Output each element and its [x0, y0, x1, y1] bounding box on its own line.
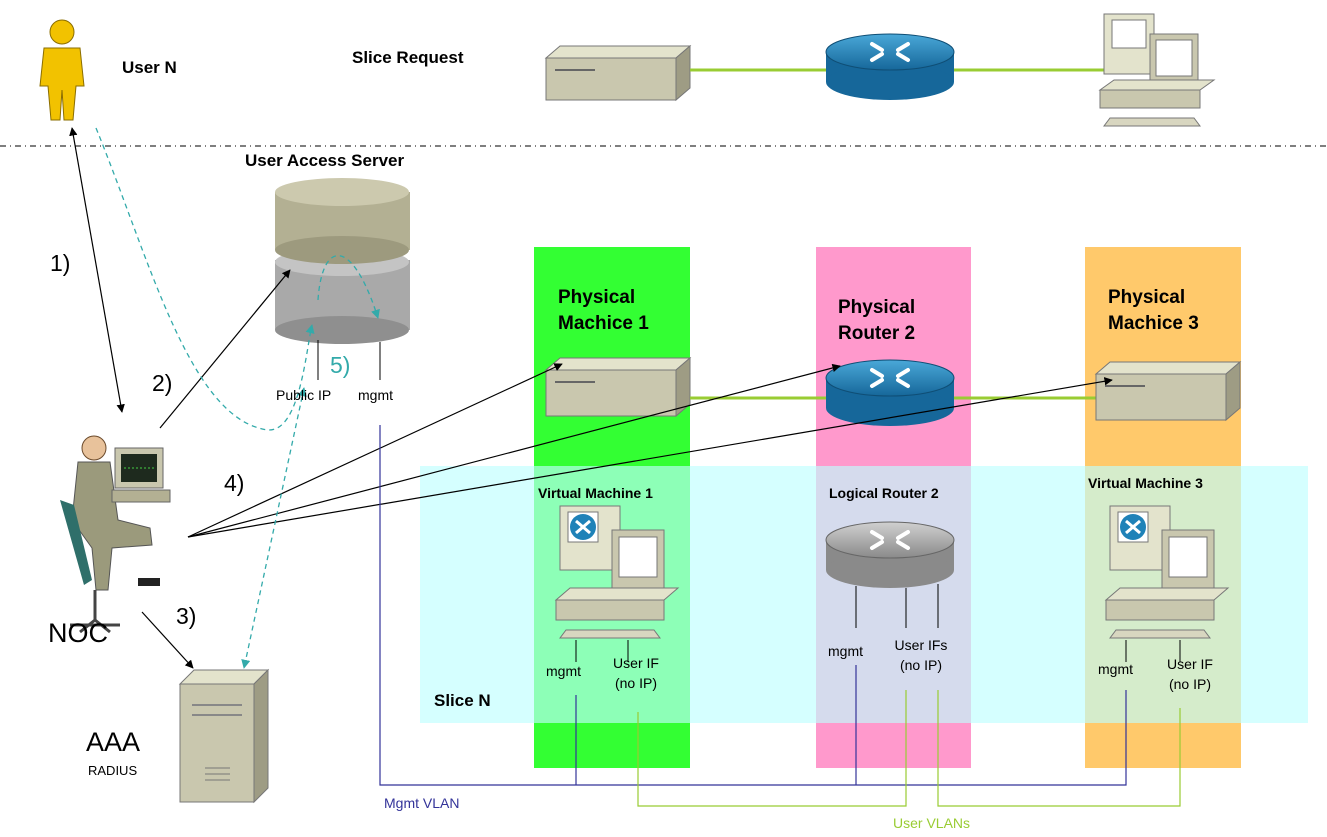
- user-access-server-icon: [275, 178, 410, 344]
- dashed-flow-uas-to-aaa: [241, 387, 307, 669]
- logical-router-2-icon: [825, 521, 955, 588]
- noc-label: NOC: [48, 618, 108, 648]
- vm3-mgmt: mgmt: [1098, 661, 1133, 677]
- user-vlan-line-1: [637, 690, 907, 807]
- virtual-machine-1-icon: [554, 505, 680, 639]
- arrow-step-3: [141, 611, 194, 669]
- slice-request-router-icon: [825, 33, 955, 100]
- arrow-step-2: [159, 269, 291, 429]
- mgmt-vlan-label: Mgmt VLAN: [384, 795, 460, 811]
- step-1: 1): [50, 250, 71, 276]
- aaa-server-icon: [178, 668, 270, 804]
- vm1-mgmt: mgmt: [546, 663, 581, 679]
- mgmt-vlan-line: [379, 425, 1127, 786]
- vm3-no-ip: (no IP): [1168, 676, 1211, 692]
- user-label: User N: [122, 58, 177, 77]
- noc-operator-icon: [60, 435, 171, 634]
- vm3-label: Virtual Machine 3: [1088, 475, 1203, 491]
- user-vlan-line-2: [937, 690, 1181, 807]
- virtual-machine-3-icon: [1104, 505, 1230, 639]
- user-vlans-label: User VLANs: [893, 815, 971, 831]
- dashed-flow-user-to-uas: [95, 127, 315, 431]
- physical-machine-1-icon: [544, 356, 692, 418]
- slice-label: Slice N: [434, 691, 491, 710]
- vm1-no-ip: (no IP): [614, 675, 657, 691]
- dashed-flow-inside-uas: [317, 255, 380, 319]
- slice-request-label: Slice Request: [352, 48, 464, 67]
- vm1-user-if: User IF: [613, 655, 659, 671]
- step-4: 4): [224, 470, 245, 496]
- pm3-label-line1: Physical: [1108, 287, 1186, 308]
- physical-machine-3-icon: [1094, 360, 1242, 422]
- lr2-no-ip: (no IP): [899, 657, 942, 673]
- uas-mgmt: mgmt: [358, 387, 393, 403]
- physical-router-2-icon: [825, 359, 955, 426]
- arrow-step-4-pm3: [187, 377, 1113, 538]
- lr2-user-ifs: User IFs: [894, 637, 948, 653]
- pm1-label-line2: Machice 1: [558, 313, 649, 334]
- pr2-label-line1: Physical: [838, 297, 916, 318]
- uas-public-ip: Public IP: [276, 387, 332, 403]
- uas-title: User Access Server: [245, 151, 405, 170]
- aaa-sublabel: RADIUS: [88, 763, 138, 778]
- aaa-label: AAA: [86, 727, 141, 757]
- pm3-label-line2: Machice 3: [1108, 313, 1199, 334]
- slice-request-workstation-icon: [1098, 13, 1216, 127]
- step-3: 3): [176, 603, 197, 629]
- user-icon: [39, 19, 85, 121]
- step-2: 2): [152, 370, 173, 396]
- step-5: 5): [330, 352, 351, 378]
- vm3-user-if: User IF: [1167, 656, 1213, 672]
- vm1-label: Virtual Machine 1: [538, 485, 653, 501]
- arrow-step-1: [69, 127, 125, 413]
- pr2-label-line2: Router 2: [838, 323, 916, 344]
- slice-request-machine-icon: [544, 44, 692, 102]
- lr2-label: Logical Router 2: [829, 485, 939, 501]
- lr2-mgmt: mgmt: [828, 643, 863, 659]
- pm1-label-line1: Physical: [558, 287, 636, 308]
